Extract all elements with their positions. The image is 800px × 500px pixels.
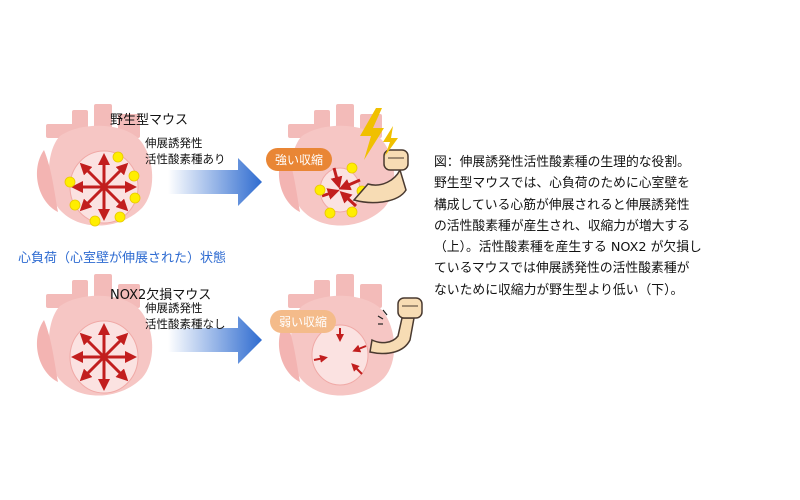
load-state-label: 心負荷（心室壁が伸展された）状態 <box>18 251 227 266</box>
nox2-stretch-arrows <box>71 323 137 391</box>
strong-arm-icon <box>352 149 409 204</box>
wildtype-contract-arrows <box>321 167 361 208</box>
nox2-contracted-heart <box>278 274 395 396</box>
wildtype-label: 野生型マウス <box>110 113 189 128</box>
caption-line: （上）。活性酸素種を産生する NOX2 が欠損し <box>434 240 702 256</box>
nox2-label: NOX2欠損マウス <box>110 288 212 303</box>
wildtype-ros-dots <box>64 151 141 227</box>
wildtype-stretch-arrows <box>71 153 137 221</box>
ros-present-line1: 伸展誘発性 <box>145 136 203 150</box>
figure-caption: 図：伸展誘発性活性酸素種の生理的な役割。 野生型マウスでは、心負荷のために心室壁… <box>434 152 800 301</box>
ros-absent-line1: 伸展誘発性 <box>145 301 203 315</box>
weak-arm-icon <box>369 297 423 355</box>
lightning-icon <box>360 108 384 160</box>
caption-line: ないために収縮力が野生型より低い（下）。 <box>434 282 684 298</box>
caption-line: 図：伸展誘発性活性酸素種の生理的な役割。 <box>434 155 690 170</box>
flow-arrow-top <box>168 158 262 206</box>
caption-line: 構成している心筋が伸展されると伸展誘発性 <box>434 197 690 213</box>
strong-contraction-badge: 強い収縮 <box>266 148 333 171</box>
ros-present-line2: 活性酸素種あり <box>145 152 226 166</box>
ros-present-label: 伸展誘発性 活性酸素種あり <box>145 135 226 167</box>
flow-arrow-bottom <box>168 316 262 364</box>
weak-contraction-badge: 弱い収縮 <box>270 310 337 333</box>
nox2-heart <box>36 274 153 396</box>
ros-absent-label: 伸展誘発性 活性酸素種なし <box>145 300 226 332</box>
lightning-icon <box>383 126 398 156</box>
nox2-contract-arrows <box>313 328 367 375</box>
caption-line: の活性酸素種が産生され、収縮力が増大する <box>434 218 691 234</box>
wildtype-heart <box>36 104 153 227</box>
caption-line: 野生型マウスでは、心負荷のために心室壁を <box>434 176 690 192</box>
caption-line: ているマウスでは伸展誘発性の活性酸素種が <box>434 261 690 277</box>
ros-absent-line2: 活性酸素種なし <box>145 317 226 331</box>
